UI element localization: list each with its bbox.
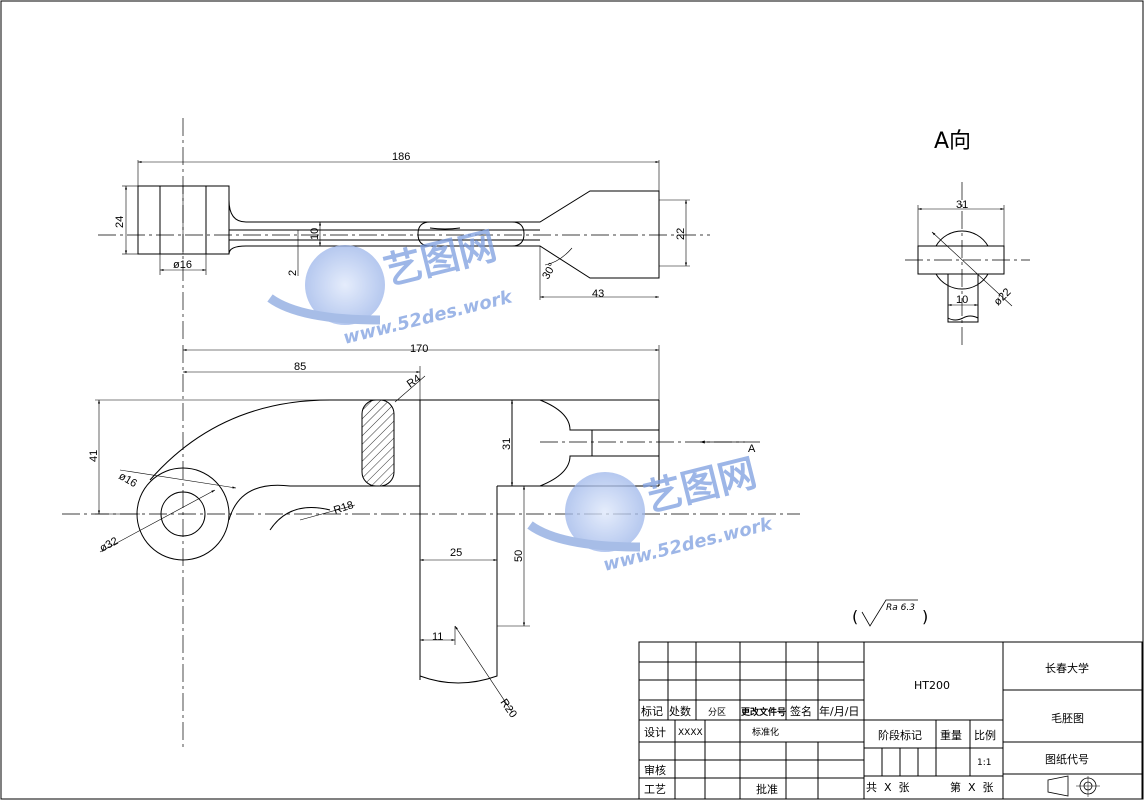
- dim-41: 41: [88, 450, 100, 462]
- drawing-name: 毛胚图: [1051, 712, 1084, 725]
- view-arrow-label: A: [748, 443, 756, 455]
- material: HT200: [914, 679, 950, 692]
- sheet-total: 共 X 张: [866, 781, 910, 794]
- dim-r20: R20: [498, 697, 519, 720]
- section-hatch: [361, 399, 395, 487]
- dim-11: 11: [432, 631, 443, 643]
- title-block-text: HT200 长春大学 毛胚图 图纸代号 标记 处数 分区 更改文件号 签名 年/…: [641, 661, 1089, 796]
- dim-25: 25: [450, 547, 462, 559]
- top-view: [98, 118, 710, 340]
- roughness-symbol: ( Ra 6.3 ): [852, 599, 928, 627]
- hdr-date: 年/月/日: [819, 704, 859, 718]
- dim-50: 50: [513, 550, 525, 562]
- hdr-change-doc: 更改文件号: [741, 706, 786, 718]
- hdr-zone: 分区: [708, 707, 726, 718]
- dim-2: 2: [287, 270, 299, 276]
- design-label: 设计: [644, 726, 666, 739]
- roughness-value: Ra 6.3: [886, 603, 915, 613]
- watermark-2: 艺图网 www.52des.work: [527, 450, 775, 576]
- a-view-dim-10: 10: [956, 294, 968, 306]
- a-view-dim-31: 31: [956, 199, 968, 211]
- a-view-labels: A向 31 10 ø22: [934, 129, 1014, 308]
- svg-text:(: (: [852, 607, 858, 626]
- scale-value: 1:1: [977, 758, 991, 768]
- a-view-dim-dia: ø22: [992, 286, 1014, 308]
- dim-angle: 30°: [540, 261, 559, 281]
- school-name: 长春大学: [1045, 661, 1089, 675]
- dim-31: 31: [501, 438, 513, 450]
- stage-mark-label: 阶段标记: [878, 728, 922, 742]
- dim-bore: ø16: [117, 470, 139, 490]
- drawing-code: 图纸代号: [1045, 753, 1089, 766]
- title-block: [638, 641, 1143, 800]
- approve-label: 批准: [756, 782, 778, 796]
- hdr-count: 处数: [669, 705, 691, 718]
- dim-24: 24: [114, 216, 126, 228]
- a-view: [905, 182, 1030, 348]
- dim-boss: ø32: [98, 535, 120, 555]
- dim-170: 170: [410, 343, 428, 355]
- scale-label: 比例: [974, 728, 996, 742]
- watermark-brand: 艺图网: [380, 223, 501, 293]
- dim-22: 22: [675, 228, 687, 240]
- dim-r4: R4: [405, 373, 423, 391]
- dim-r18: R18: [332, 499, 355, 517]
- sheet-number: 第 X 张: [950, 780, 994, 794]
- front-view: [62, 345, 800, 748]
- watermark-brand-2: 艺图网: [640, 450, 761, 520]
- a-view-title: A向: [934, 129, 971, 154]
- svg-text:): ): [922, 607, 928, 626]
- standardize-label: 标准化: [752, 726, 779, 738]
- review-label: 审核: [644, 763, 666, 777]
- dim-10: 10: [309, 228, 321, 240]
- dim-43: 43: [592, 288, 604, 300]
- watermark-1: 艺图网 www.52des.work: [267, 223, 515, 349]
- dim-186: 186: [392, 151, 410, 163]
- dim-85: 85: [294, 361, 306, 373]
- weight-label: 重量: [940, 728, 962, 742]
- hdr-signature: 签名: [790, 704, 812, 718]
- hdr-mark: 标记: [641, 704, 663, 718]
- dim-boss-dia: ø16: [173, 259, 192, 271]
- process-label: 工艺: [644, 783, 666, 796]
- designer-name: XXXX: [678, 728, 703, 738]
